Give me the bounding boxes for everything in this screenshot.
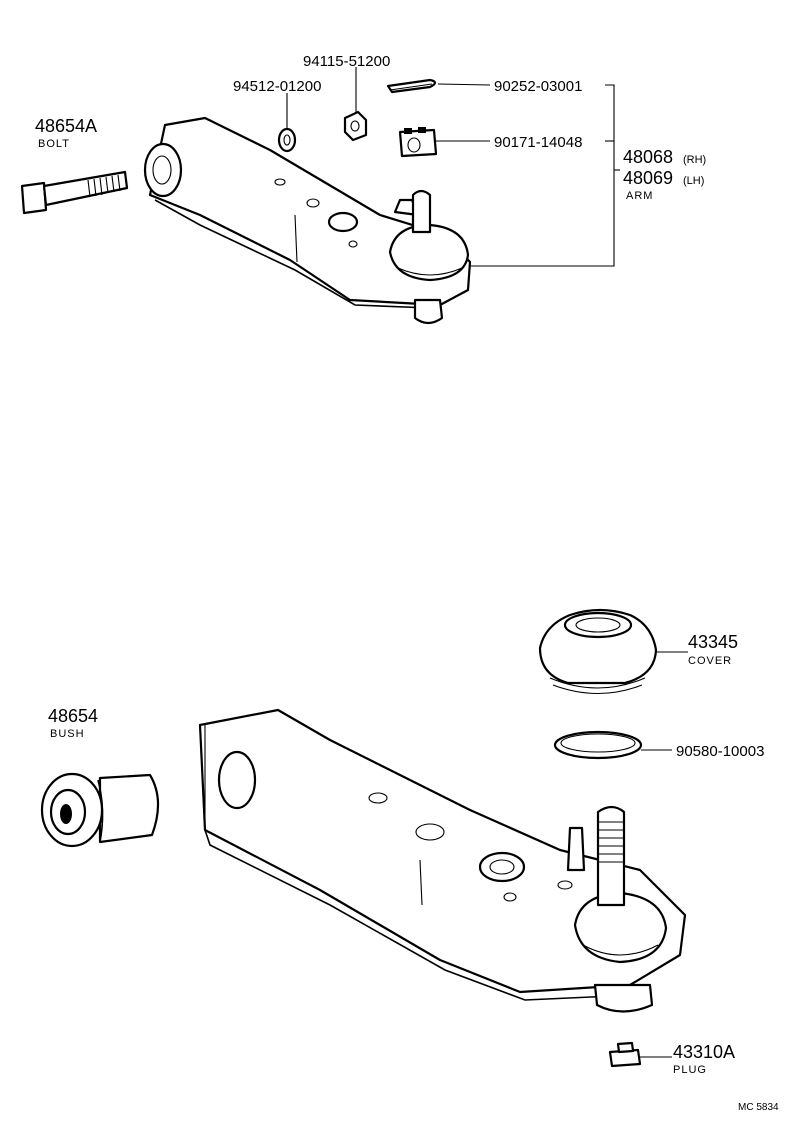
washer-part-number: 94512-01200 — [233, 78, 321, 95]
arm-lh-part-number: 48069 — [623, 168, 673, 188]
nut-icon — [343, 110, 368, 142]
bolt-icon — [20, 170, 129, 215]
cotter-pin-icon — [386, 78, 437, 94]
arm-lh-side: (LH) — [683, 175, 704, 187]
leader-lines-lower — [640, 651, 688, 1058]
upper-arm-icon — [143, 116, 472, 325]
cotter-pin-part-number: 90252-03001 — [494, 78, 582, 95]
cover-part-name: COVER — [688, 655, 732, 667]
plug-icon — [608, 1041, 642, 1068]
plug-part-number: 43310A — [673, 1042, 735, 1062]
bolt-part-number: 48654A — [35, 116, 97, 136]
diagram-code: MC 5834 — [738, 1102, 779, 1113]
ring-part-number: 90580-10003 — [676, 743, 764, 760]
boot-cover-icon — [538, 608, 658, 695]
bush-part-name: BUSH — [50, 728, 85, 740]
leader-lines-upper — [286, 67, 620, 267]
cover-part-number: 43345 — [688, 632, 738, 652]
arm-rh-side: (RH) — [683, 154, 706, 166]
arm-rh-part-number: 48068 — [623, 147, 673, 167]
castle-nut-icon — [398, 127, 438, 158]
nut-part-number: 94115-51200 — [303, 53, 390, 70]
plug-part-name: PLUG — [673, 1064, 707, 1076]
arm-part-name: ARM — [626, 190, 653, 202]
castle-nut-part-number: 90171-14048 — [494, 134, 582, 151]
washer-icon — [277, 127, 297, 153]
bushing-icon — [40, 772, 160, 848]
bolt-part-name: BOLT — [38, 138, 70, 150]
bush-part-number: 48654 — [48, 706, 98, 726]
snap-ring-icon — [553, 730, 643, 760]
lower-arm-icon — [198, 708, 687, 1013]
